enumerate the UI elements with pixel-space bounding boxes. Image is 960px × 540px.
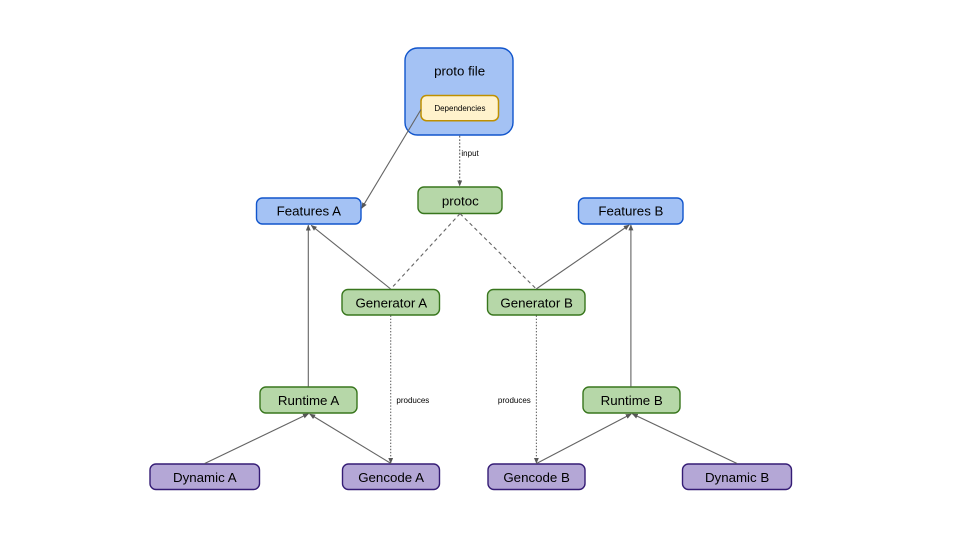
- svg-text:Features A: Features A: [277, 203, 341, 218]
- svg-text:Generator A: Generator A: [355, 296, 427, 311]
- svg-text:Dynamic A: Dynamic A: [173, 470, 237, 485]
- svg-text:protoc: protoc: [442, 194, 479, 209]
- svg-text:produces: produces: [396, 396, 429, 405]
- svg-text:Gencode B: Gencode B: [503, 470, 570, 485]
- svg-text:Gencode A: Gencode A: [358, 470, 424, 485]
- svg-text:Dependencies: Dependencies: [434, 104, 485, 113]
- svg-text:Runtime A: Runtime A: [278, 393, 339, 408]
- svg-text:Features B: Features B: [598, 203, 663, 218]
- svg-text:produces: produces: [498, 396, 531, 405]
- svg-text:input: input: [461, 149, 479, 158]
- svg-text:Runtime B: Runtime B: [601, 393, 663, 408]
- svg-text:Dynamic B: Dynamic B: [705, 470, 769, 485]
- svg-text:proto file: proto file: [434, 64, 485, 79]
- svg-text:Generator B: Generator B: [500, 296, 573, 311]
